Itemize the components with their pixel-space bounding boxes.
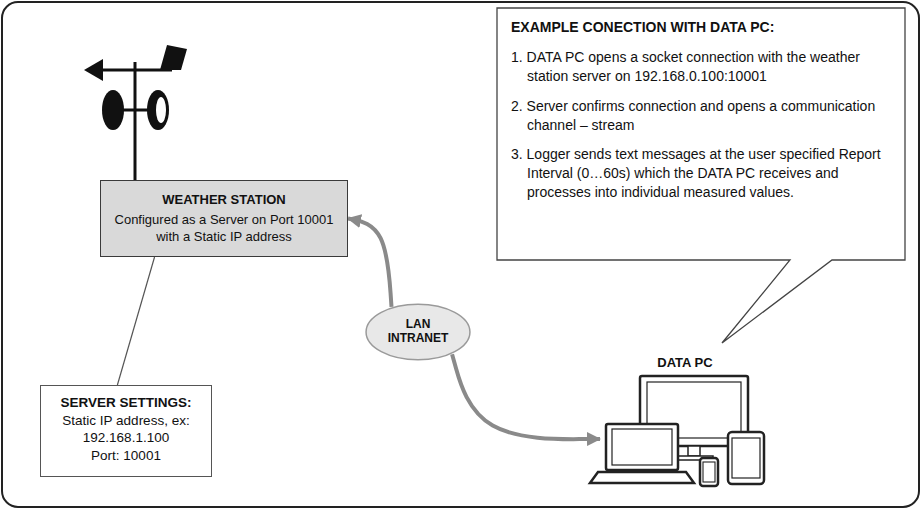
text-body: EXAMPLE CONECTION WITH DATA PC: 1. DATA P… — [511, 18, 891, 202]
text-body: SERVER SETTINGS:Static IP address, ex: 1… — [49, 394, 203, 464]
heading-text: WEATHER STATION — [107, 191, 341, 209]
pc-node: DATA PC — [600, 352, 770, 490]
body-text: Static IP address, ex: 192.168.1.100 — [49, 412, 203, 447]
heading-text: LAN INTRANET — [382, 318, 454, 346]
network-ellipse: LAN INTRANET — [365, 303, 471, 361]
station-box: WEATHER STATION Configured as a Server on… — [100, 180, 348, 257]
ellipse-shape — [366, 304, 470, 360]
text-body: LAN INTRANET — [382, 318, 454, 346]
text-body: WEATHER STATION Configured as a Server on… — [107, 191, 341, 246]
body-text: 3. Logger sends text messages at the use… — [511, 145, 891, 202]
callout-note: EXAMPLE CONECTION WITH DATA PC: 1. DATA P… — [497, 8, 905, 260]
speech-bubble — [497, 8, 905, 343]
network-arrow — [348, 219, 392, 307]
network-arrow — [452, 354, 600, 439]
body-text: Port: 10001 — [49, 447, 203, 465]
anemometer-illustration — [84, 45, 187, 180]
body-text: 2. Server confirms connection and opens … — [511, 97, 891, 135]
heading-text: SERVER SETTINGS: — [49, 394, 203, 412]
body-text: Configured as a Server on Port 10001 wit… — [107, 211, 341, 246]
leader-line — [117, 257, 154, 385]
heading-text: DATA PC — [600, 354, 770, 372]
settings-box: SERVER SETTINGS:Static IP address, ex: 1… — [40, 385, 212, 477]
text-body: DATA PC — [600, 354, 770, 372]
heading-text: EXAMPLE CONECTION WITH DATA PC: — [511, 18, 891, 37]
body-text: 1. DATA PC opens a socket connection wit… — [511, 48, 891, 86]
devices-illustration — [590, 376, 764, 486]
